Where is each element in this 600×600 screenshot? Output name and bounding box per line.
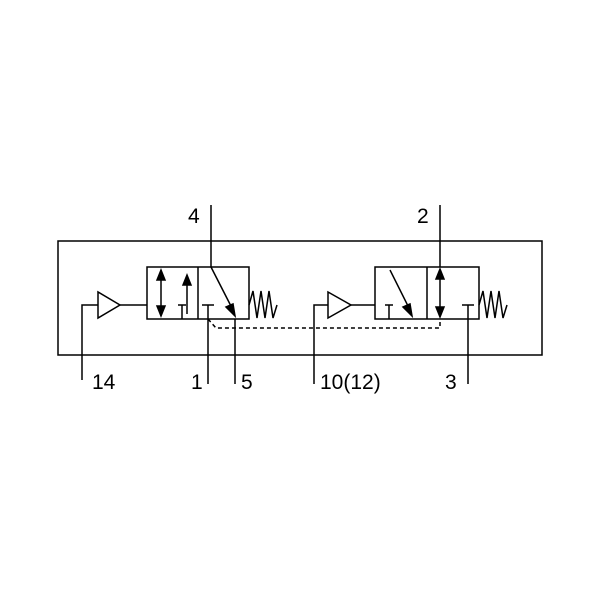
port-label-2: 2	[417, 205, 429, 228]
spring-right	[478, 290, 508, 319]
port-label-1: 1	[191, 371, 203, 394]
port-label-14: 14	[92, 371, 116, 394]
right-valve	[313, 205, 508, 384]
spring-left	[248, 290, 278, 319]
pilot-line-10	[313, 304, 328, 384]
pilot-triangle-right	[327, 290, 353, 320]
pilot-triangle-left	[97, 290, 122, 320]
port-label-5: 5	[241, 371, 253, 394]
pilot-line-14	[81, 304, 98, 380]
port-label-3: 3	[445, 371, 457, 394]
internal-pilot-dashed	[207, 318, 441, 329]
port-label-10-12: 10(12)	[320, 371, 381, 394]
port-label-4: 4	[188, 205, 200, 228]
housing-frame	[57, 240, 543, 356]
left-valve	[81, 205, 278, 384]
